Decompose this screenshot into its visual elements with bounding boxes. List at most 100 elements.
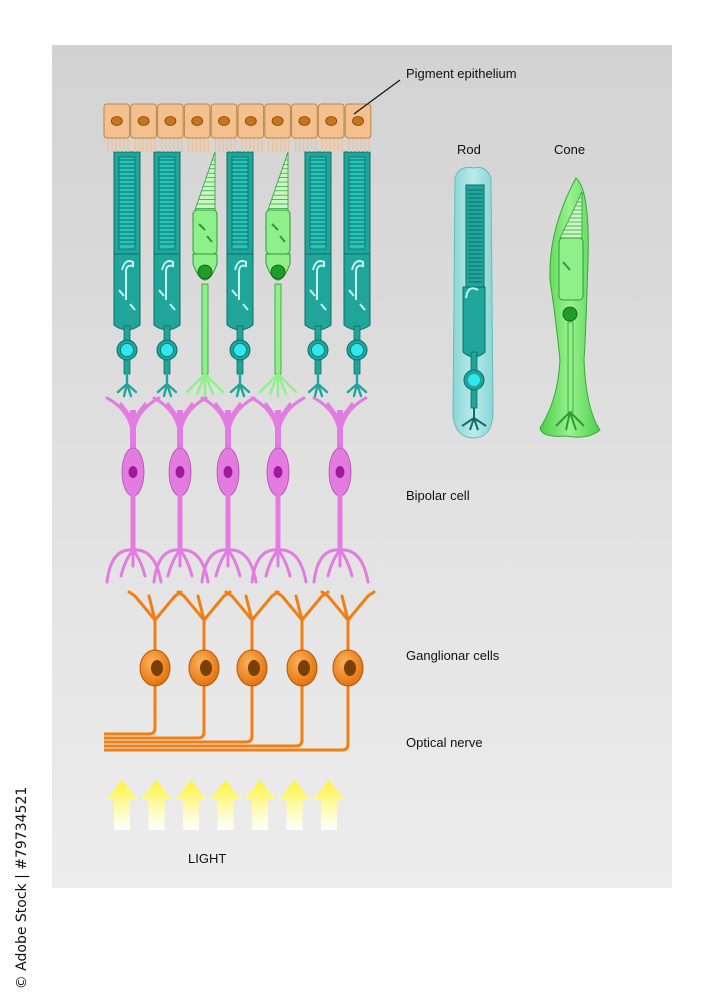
ganglion-nucleus xyxy=(298,660,310,676)
ganglion-cell xyxy=(276,592,328,686)
rod-cell xyxy=(154,152,180,396)
pigment-nucleus xyxy=(353,117,364,126)
optical-nerve xyxy=(104,686,348,750)
light-arrow xyxy=(106,780,138,830)
bipolar-cell xyxy=(202,398,256,582)
rod-nucleus xyxy=(234,344,247,357)
pigment-cell xyxy=(211,104,237,152)
rod-cell xyxy=(305,152,331,396)
rod-detail-nucleus xyxy=(468,374,480,386)
light-arrow xyxy=(279,780,311,830)
pigment-cell xyxy=(184,104,210,152)
cone-axon xyxy=(202,284,208,374)
light-arrows xyxy=(106,780,345,830)
cone-nucleus xyxy=(198,265,212,279)
light-arrow xyxy=(141,780,173,830)
bipolar-axon-terminal xyxy=(314,550,368,582)
ganglion-cell xyxy=(178,592,230,686)
pigment-nucleus xyxy=(165,117,176,126)
rod-synaptic-terminal xyxy=(158,372,176,396)
pigment-nucleus xyxy=(138,117,149,126)
pigment-cell xyxy=(265,104,291,152)
ganglion-cell xyxy=(129,592,181,686)
cone-detail-nucleus xyxy=(563,307,577,321)
pigment-epithelium xyxy=(104,104,371,152)
ganglion-nucleus xyxy=(200,660,212,676)
bipolar-cell xyxy=(107,398,161,582)
bipolar-axon-terminal xyxy=(252,550,306,582)
bipolar-process xyxy=(225,410,231,450)
cone-cell xyxy=(260,152,296,396)
bipolar-cell xyxy=(154,398,208,582)
light-arrow xyxy=(244,780,276,830)
rod-nucleus xyxy=(161,344,174,357)
bipolar-nucleus xyxy=(176,466,185,478)
rod-synaptic-terminal xyxy=(118,372,136,396)
optic-nerve-fiber xyxy=(104,686,155,734)
bipolar-cell xyxy=(252,398,306,582)
cone-synaptic-pedicle xyxy=(187,374,223,396)
cone-outer-segment xyxy=(268,152,288,210)
pigment-nucleus xyxy=(326,117,337,126)
cone-illustration xyxy=(540,178,600,437)
rod-synaptic-terminal xyxy=(309,372,327,396)
pigment-cell xyxy=(292,104,318,152)
cone-inner-segment xyxy=(266,210,290,254)
rod-illustration xyxy=(453,167,493,438)
stock-id-watermark: © Adobe Stock | #79734521 xyxy=(11,778,33,998)
bipolar-process xyxy=(130,410,136,450)
bipolar-axon-terminal xyxy=(202,550,256,582)
bipolar-process xyxy=(177,410,183,450)
ganglion-cell xyxy=(226,592,278,686)
ganglion-dendrites xyxy=(178,592,230,650)
cone-synaptic-pedicle xyxy=(260,374,296,396)
ganglion-cells xyxy=(129,592,374,686)
rod-disc-stack xyxy=(232,157,248,249)
pigment-cell xyxy=(238,104,264,152)
rod-disc-stack xyxy=(349,157,365,249)
light-arrow xyxy=(313,780,345,830)
bipolar-axon xyxy=(338,494,343,550)
bipolar-axon-terminal xyxy=(107,550,161,582)
rod-disc-stack xyxy=(119,157,135,249)
light-arrow xyxy=(210,780,242,830)
cone-axon xyxy=(275,284,281,374)
rod-synaptic-terminal xyxy=(231,372,249,396)
bipolar-nucleus xyxy=(274,466,283,478)
cone-detail-inner-segment xyxy=(559,238,583,300)
stock-id-text: © Adobe Stock | #79734521 xyxy=(14,787,30,990)
bipolar-process xyxy=(337,410,343,450)
optical-nerve-label: Optical nerve xyxy=(406,735,483,750)
optic-nerve-fiber xyxy=(104,686,348,750)
rod-nucleus xyxy=(312,344,325,357)
cone-label: Cone xyxy=(554,142,585,157)
bipolar-cell xyxy=(314,398,368,582)
cone-cell xyxy=(187,152,223,396)
pigment-cell xyxy=(104,104,130,152)
rod-cell xyxy=(114,152,140,396)
cone-inner-segment xyxy=(193,210,217,254)
rod-nucleus xyxy=(351,344,364,357)
bipolar-nucleus xyxy=(129,466,138,478)
pigment-nucleus xyxy=(272,117,283,126)
ganglion-dendrites xyxy=(226,592,278,650)
rod-synaptic-terminal xyxy=(348,372,366,396)
light-arrow xyxy=(175,780,207,830)
rod-disc-stack xyxy=(159,157,175,249)
ganglion-nucleus xyxy=(151,660,163,676)
rod-detail-outer-segment xyxy=(466,185,484,287)
bipolar-cell-label: Bipolar cell xyxy=(406,488,470,503)
pigment-epithelium-label: Pigment epithelium xyxy=(406,66,517,81)
rod-label: Rod xyxy=(457,142,481,157)
ganglion-dendrites xyxy=(276,592,328,650)
bipolar-axon xyxy=(226,494,231,550)
pigment-cell xyxy=(318,104,344,152)
pigment-nucleus xyxy=(192,117,203,126)
pigment-nucleus xyxy=(299,117,310,126)
cone-nucleus xyxy=(271,265,285,279)
pigment-epithelium-leader-line xyxy=(354,80,400,114)
bipolar-axon xyxy=(178,494,183,550)
bipolar-axon xyxy=(276,494,281,550)
pigment-cell xyxy=(158,104,184,152)
